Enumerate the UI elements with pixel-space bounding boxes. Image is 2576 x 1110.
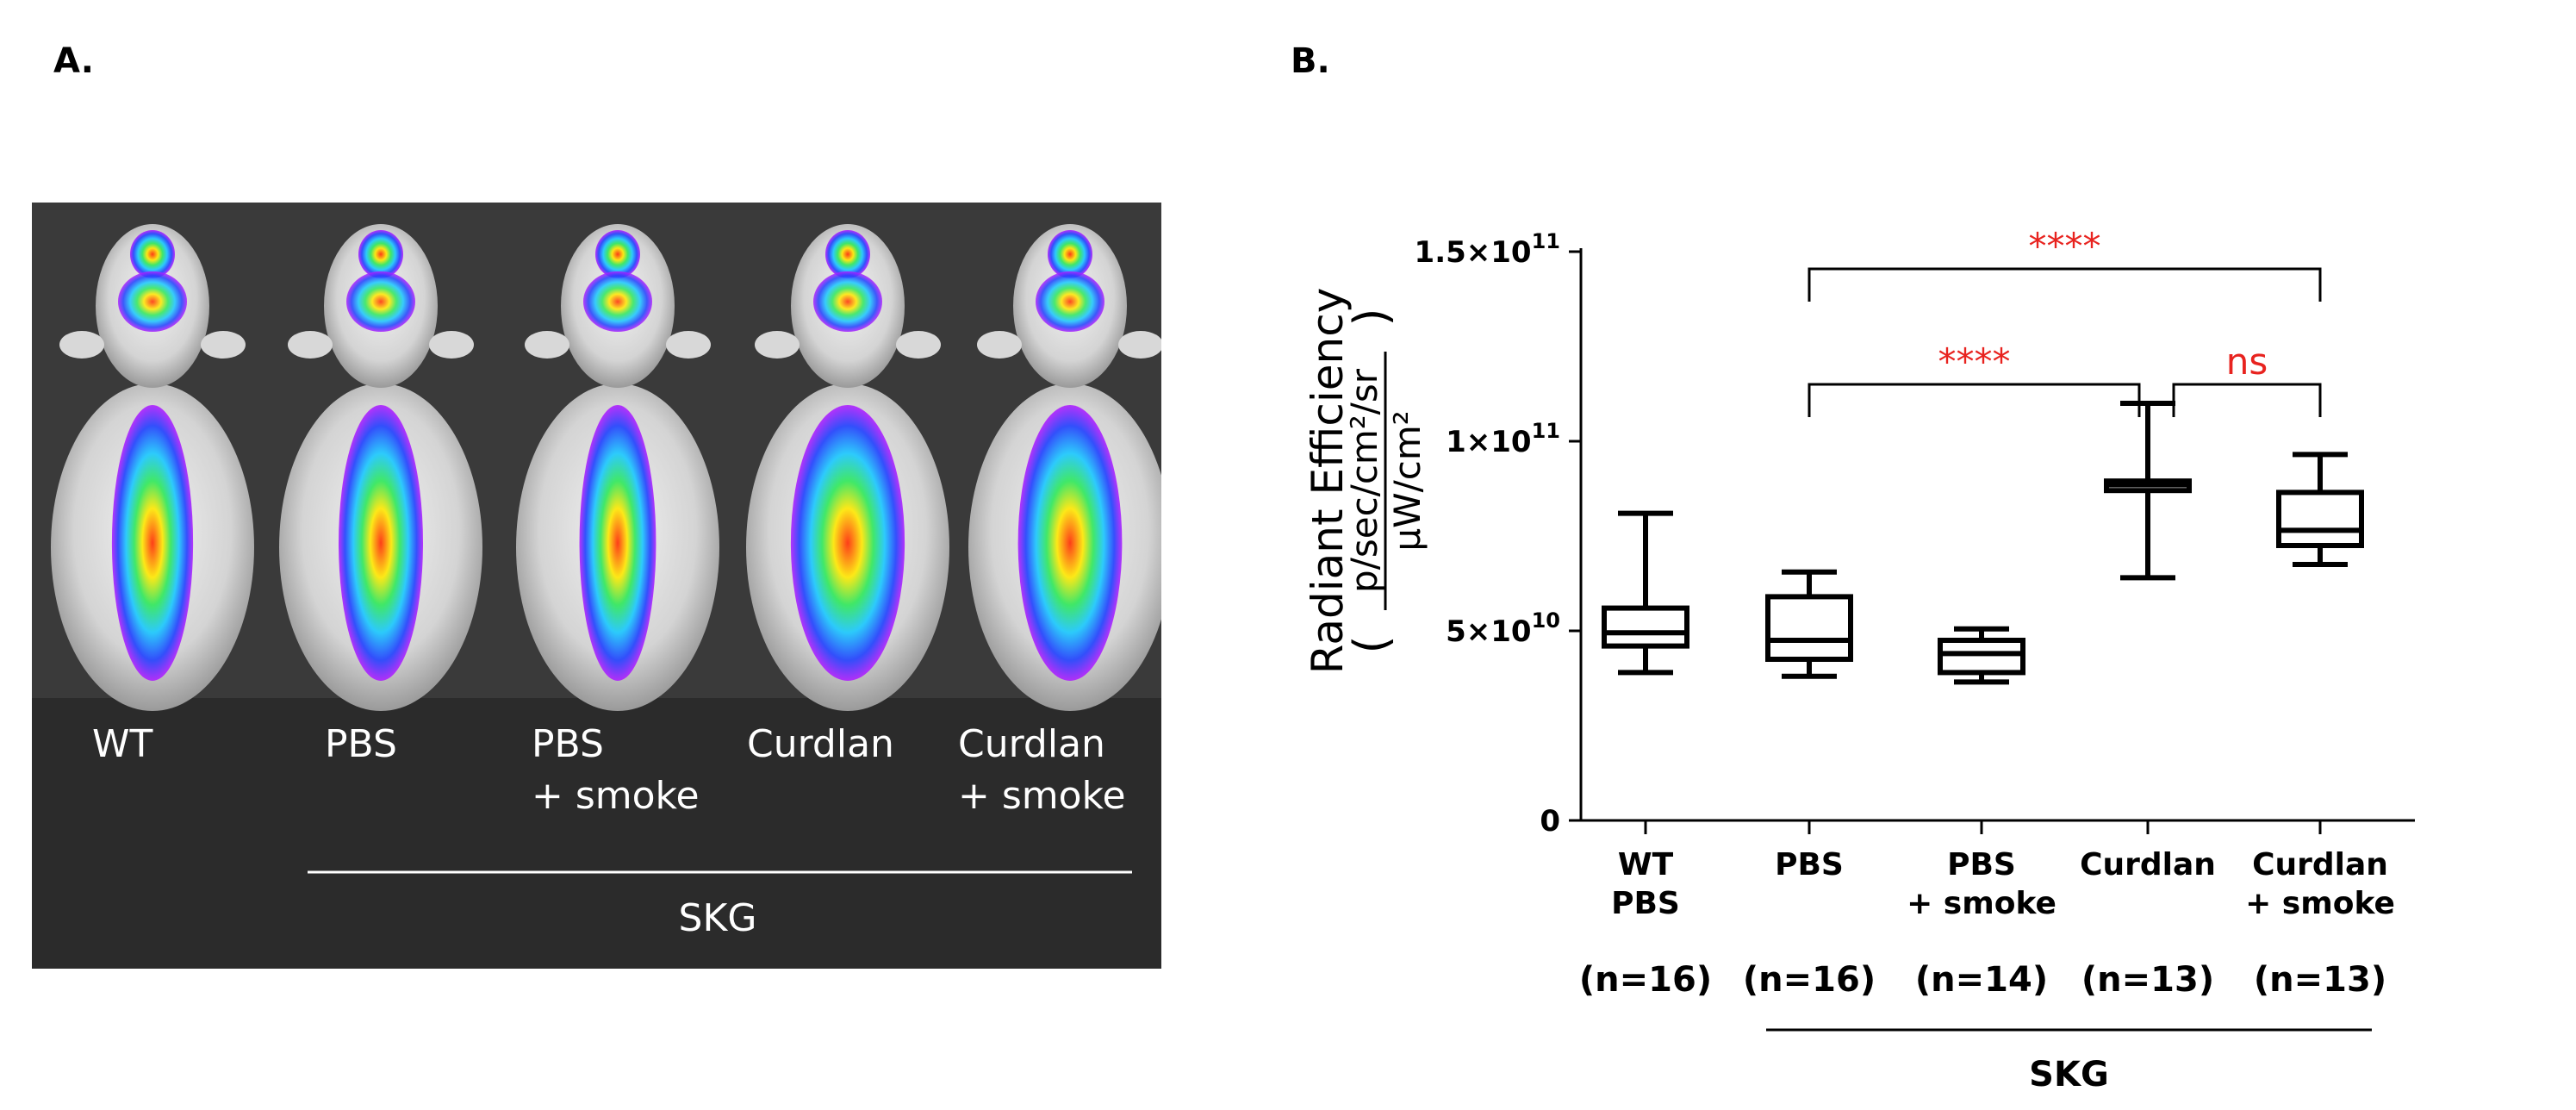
mouse-4 (746, 224, 949, 711)
mouse-label-line2: + smoke (532, 774, 700, 818)
y-axis-title-paren-right: ) (1344, 308, 1398, 326)
box-5 (2276, 452, 2364, 567)
mouse-label-line1: WT (92, 722, 153, 766)
box-iqr (2276, 490, 2364, 548)
signal-head (583, 271, 652, 332)
mouse-ear-left (755, 331, 800, 359)
x-label-line2: + smoke (2245, 886, 2395, 921)
mouse-ear-right (429, 331, 474, 359)
y-tick-label: 0 (1540, 804, 1560, 839)
mouse-3 (516, 224, 719, 711)
significance-label: ns (2226, 340, 2268, 383)
mouse-label-line1: PBS (325, 722, 397, 766)
y-tick-label: 1.5×1011 (1415, 229, 1560, 270)
signal-spine (339, 405, 423, 681)
significance-label: **** (2029, 225, 2101, 267)
bracket-line (1808, 267, 2322, 302)
bracket-line (1808, 383, 2141, 417)
y-axis-title-main: Radiant Efficiency (1303, 288, 1353, 675)
mouse-label-line2: + smoke (958, 774, 1126, 818)
significance-label: **** (1938, 340, 2011, 383)
imaging-panel: WT PBS PBS + smoke Curdlan Curdlan + smoke SKG (32, 203, 1161, 969)
n-label: (n=14) (1915, 960, 2048, 1000)
y-axis-title-numerator: p/sec/cm²/sr (1343, 368, 1385, 593)
mouse-label-line1: Curdlan (958, 722, 1105, 766)
mouse-ear-right (1118, 331, 1161, 359)
skg-label: SKG (2029, 1055, 2109, 1094)
significance-bracket-1: **** (1808, 225, 2322, 302)
box-4 (2104, 401, 2192, 581)
signal-spine (111, 405, 194, 681)
signal-spine (1017, 405, 1123, 681)
signal-head (813, 271, 882, 332)
signal-head (346, 271, 415, 332)
mouse-5 (968, 224, 1161, 711)
n-label: (n=13) (2254, 960, 2386, 1000)
signal-snout (825, 230, 870, 278)
box-iqr (1938, 638, 2025, 676)
mouse-1 (51, 224, 254, 711)
mouse-ear-right (896, 331, 941, 359)
signal-snout (1048, 230, 1092, 278)
x-label-line1: Curdlan (2252, 847, 2388, 882)
mouse-2 (279, 224, 482, 711)
x-label-line2: PBS (1611, 886, 1680, 921)
mouse-ear-left (288, 331, 333, 359)
box-plot: Radiant Efficiency ( p/sec/cm²/sr μW/cm²… (1303, 225, 2415, 1094)
mouse-ear-left (525, 331, 569, 359)
box-2 (1765, 569, 1853, 679)
signal-snout (358, 230, 403, 278)
x-label-line1: PBS (1947, 847, 2016, 882)
mouse-ear-right (201, 331, 246, 359)
mouse-label-line1: PBS (532, 722, 604, 766)
y-axis-title-denominator: μW/cm² (1386, 410, 1428, 551)
signal-spine (790, 405, 905, 681)
mouse-ear-left (977, 331, 1022, 359)
panel-label-b: B. (1291, 41, 1330, 81)
y-axis-title-paren-left: ( (1344, 635, 1398, 653)
box-1 (1602, 510, 1689, 676)
mouse-ear-right (666, 331, 711, 359)
mouse-label-line1: Curdlan (747, 722, 894, 766)
n-label: (n=16) (1579, 960, 1712, 1000)
x-label-line2: + smoke (1907, 886, 2056, 921)
skg-label-a: SKG (679, 896, 757, 940)
box-iqr (1602, 605, 1689, 649)
x-label-line1: WT (1618, 847, 1674, 882)
bracket-line (2172, 383, 2322, 417)
y-tick-label: 1×1011 (1446, 419, 1560, 459)
x-label-line1: PBS (1775, 847, 1844, 882)
box-3 (1938, 626, 2025, 685)
signal-snout (130, 230, 175, 278)
mouse-ear-left (59, 331, 104, 359)
significance-bracket-3: ns (2172, 340, 2322, 417)
significance-bracket-2: **** (1808, 340, 2141, 417)
signal-spine (579, 405, 656, 681)
y-tick-label: 5×1010 (1446, 608, 1560, 649)
box-iqr (1765, 594, 1853, 663)
n-label: (n=13) (2081, 960, 2214, 1000)
signal-snout (595, 230, 640, 278)
n-label: (n=16) (1743, 960, 1876, 1000)
imaging-floor (32, 698, 1161, 969)
x-label-line1: Curdlan (2080, 847, 2216, 882)
signal-head (118, 271, 187, 332)
y-axis-title: Radiant Efficiency ( p/sec/cm²/sr μW/cm²… (1303, 288, 1428, 675)
panel-label-a: A. (53, 41, 94, 81)
signal-head (1036, 271, 1104, 332)
